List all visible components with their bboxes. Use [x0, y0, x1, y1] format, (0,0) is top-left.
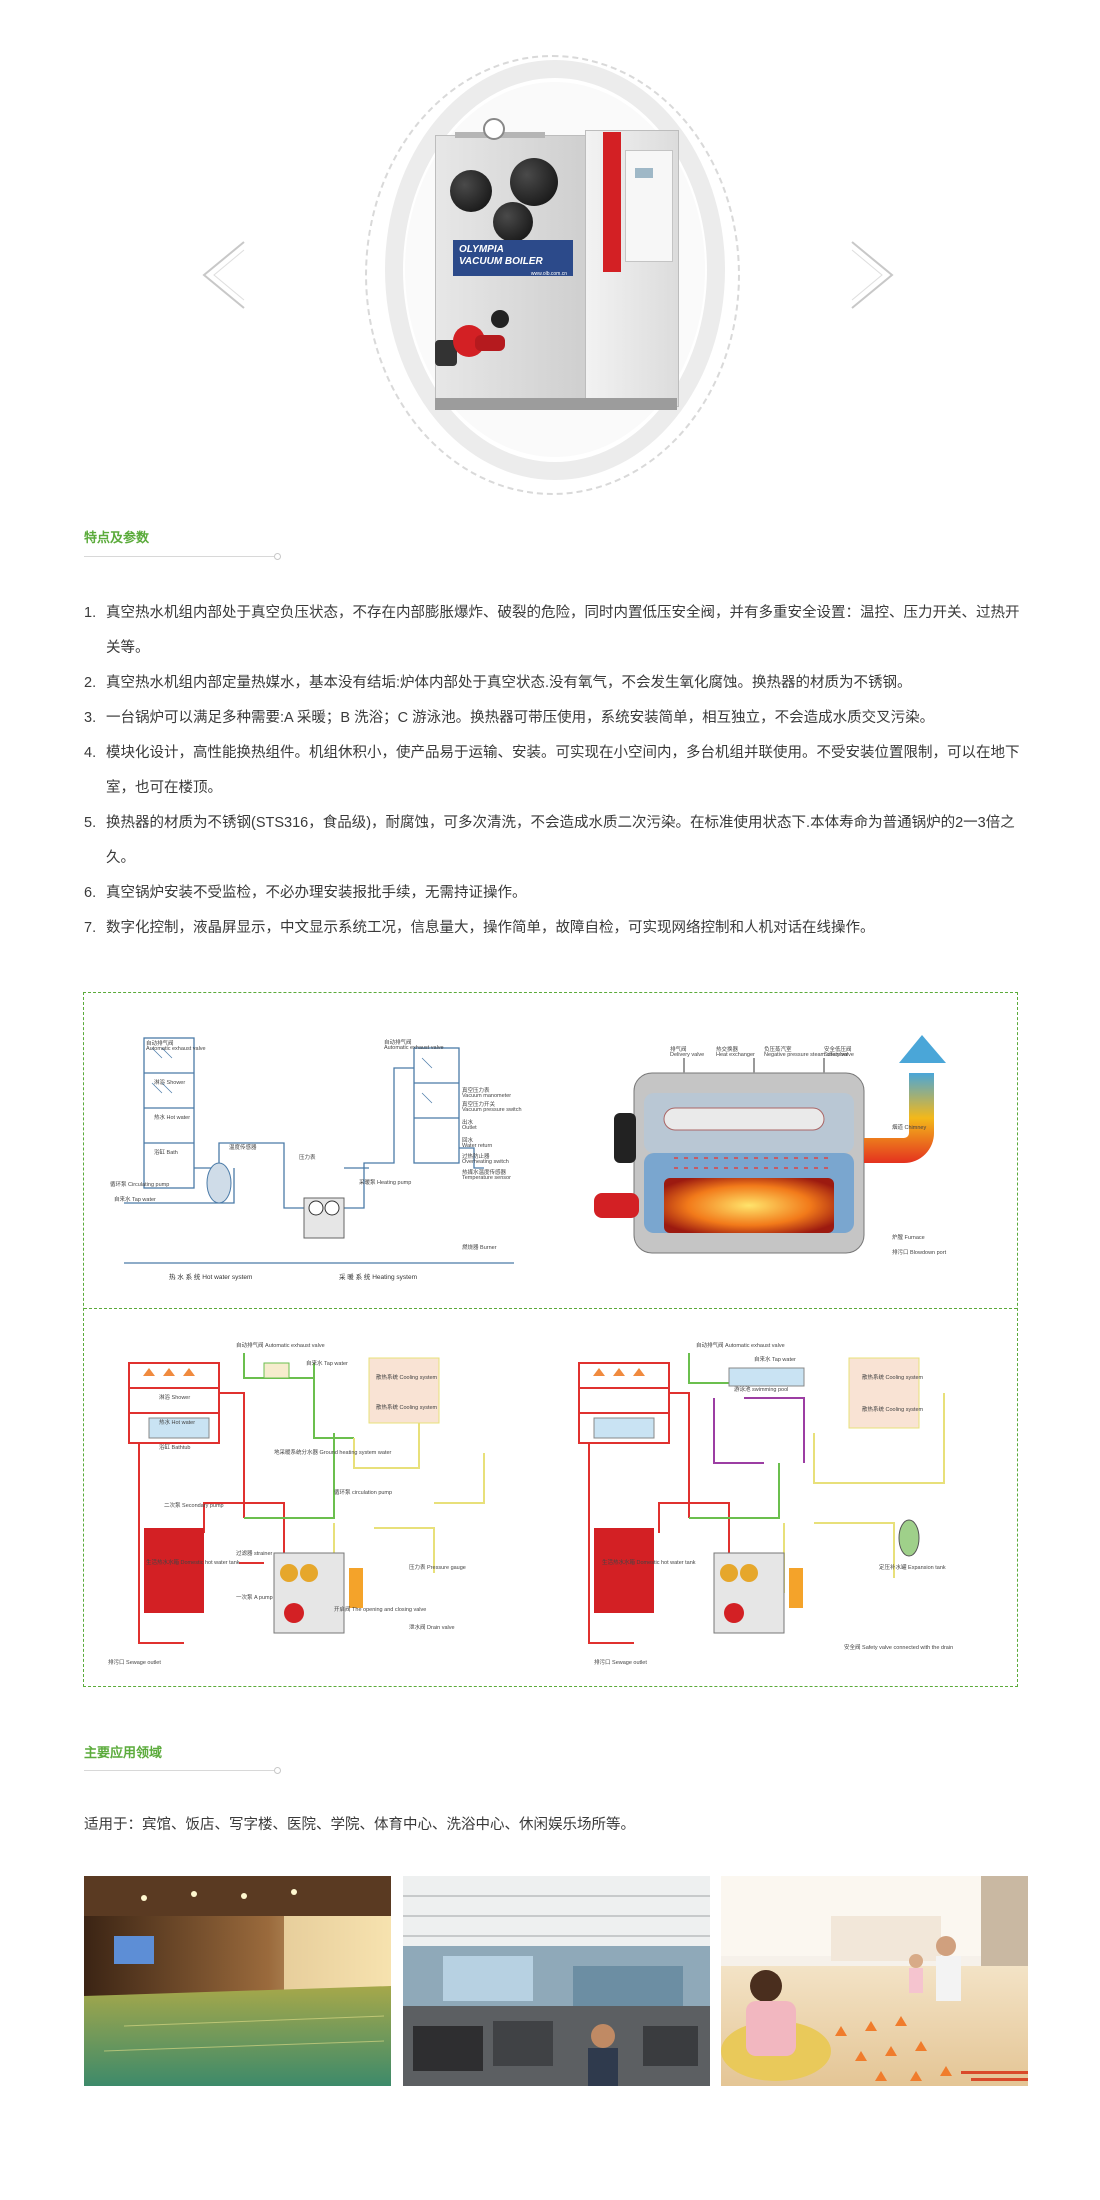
label-tap-water: 自来水 Tap water: [114, 1197, 156, 1203]
list-item: 6.真空锅炉安装不受监检，不必办理安装报批手续，无需持证操作。: [84, 885, 527, 901]
label-shower: 淋浴 Shower: [154, 1080, 186, 1086]
control-panel: [625, 150, 673, 262]
label-chimney: 烟道 Chimney: [892, 1125, 927, 1131]
label-temp-sensor: 温度传感器: [229, 1145, 257, 1151]
label-cooling2-br: 散热系统 Cooling system: [862, 1407, 924, 1413]
label-strainer-bl: 过滤器 strainer: [236, 1551, 273, 1557]
list-item: 2.真空热水机组内部定量热媒水，基本没有结垢:炉体内部处于真空状态.没有氧气，不…: [84, 675, 912, 691]
label-steam-chamber-en: Negative pressure steam chamber: [764, 1052, 849, 1058]
brand-label: OLYMPIA VACUUM BOILER www.olb.com.cn: [453, 240, 573, 277]
label-second-pump-bl: 二次泵 Secondary pump: [164, 1503, 224, 1509]
chevron-right-icon[interactable]: [850, 240, 896, 310]
divider-dot: [274, 553, 281, 560]
chevron-left-icon[interactable]: [200, 240, 246, 310]
label-heat-exchanger-en: Heat exchanger: [716, 1052, 755, 1058]
label-steam-chamber: 负压蒸汽室: [764, 1047, 792, 1053]
feature-list: 1.真空热水机组内部处于真空负压状态，不存在内部膨胀爆炸、破裂的危险，同时内置低…: [84, 596, 1024, 946]
label-opening-bl: 开启阀 The opening and closing valve: [334, 1607, 427, 1613]
label-furnace: 炉膛 Furnace: [892, 1235, 925, 1241]
label-heating2-bl: 散热系统 Cooling system: [376, 1405, 438, 1411]
label-hot-water-system: 热 水 系 统 Hot water system: [169, 1274, 253, 1281]
floor-heating-schematic: [128, 1353, 485, 1644]
label-circ-pump: 循环泵 Circulating pump: [110, 1182, 170, 1188]
features-title: 特点及参数: [84, 530, 150, 545]
label-drain-br: 排污口 Sewage outlet: [594, 1660, 647, 1666]
label-heat-exchanger: 热交换器: [716, 1047, 739, 1053]
panel-divider: [84, 1308, 1017, 1309]
label-pressure-bl: 压力表 Pressure gauge: [409, 1565, 466, 1571]
section-divider: [84, 1770, 274, 1771]
label-safety-br: 安全阀 Safety valve connected with the drai…: [844, 1645, 954, 1651]
label-blowdown: 排污口 Blowdown port: [892, 1250, 947, 1256]
applications-text: 适用于：宾馆、饭店、写字楼、医院、学院、体育中心、洗浴中心、休闲娱乐场所等。: [84, 1817, 635, 1833]
label-bathtub-bl: 浴缸 Bathtub: [159, 1445, 191, 1451]
label-a-pump-bl: 一次泵 A pump: [236, 1595, 273, 1601]
label-heating1-bl: 散热系统 Cooling system: [376, 1375, 438, 1381]
label-tap-water-br: 自来水 Tap water: [754, 1357, 796, 1363]
label-hot-tank-bl: 生活热水水箱 Domestic hot water tank: [146, 1560, 240, 1566]
label-pool-br: 游泳池 swimming pool: [734, 1387, 789, 1393]
list-item: 3.一台锅炉可以满足多种需要:A 采暖；B 洗浴；C 游泳池。换热器可带压使用，…: [84, 710, 935, 726]
label-heating-pump: 采暖泵 Heating pump: [359, 1180, 412, 1186]
label-hot-water-bl: 热水 Hot water: [159, 1420, 196, 1426]
list-item: 5.换热器的材质为不锈钢(STS316，食品级)，耐腐蚀，可多次清洗，不会造成水…: [84, 815, 1015, 866]
label-drain-bl: 排污口 Sewage outlet: [108, 1660, 161, 1666]
pool-heating-schematic: [578, 1353, 945, 1644]
decorative-ring: [365, 55, 740, 495]
label-auto-vent-bl: 自动排气阀 Automatic exhaust valve: [236, 1343, 325, 1349]
list-item: 1.真空热水机组内部处于真空负压状态，不存在内部膨胀爆炸、破裂的危险，同时内置低…: [84, 605, 1020, 656]
label-safety-valve: 安全低压阀: [824, 1047, 852, 1053]
label-auto-vent2: 自动排气阀: [384, 1040, 412, 1046]
label-auto-vent2-en: Automatic exhaust valve: [384, 1045, 444, 1051]
floor-heating-photo: [721, 1876, 1028, 2086]
label-tap-water-bl: 自来水 Tap water: [306, 1361, 348, 1367]
list-item: 4.模块化设计，高性能换热组件。机组休积小，使产品易于运输、安装。可实现在小空间…: [84, 745, 1020, 796]
system-diagram-panel: 自动排气阀 Automatic exhaust valve 自动排气阀 Auto…: [83, 992, 1018, 1687]
hot-water-heating-schematic: [124, 1037, 514, 1264]
label-hotwater: 热水 Hot water: [154, 1115, 191, 1121]
pressure-gauge-icon: [483, 118, 505, 140]
label-safety-valve-en: Safety valve: [824, 1052, 854, 1058]
label-circ-pump-bl: 循环泵 circulation pump: [334, 1490, 393, 1496]
lcd-screen: [635, 168, 653, 178]
indoor-pool-photo: [84, 1876, 391, 2086]
label-auto-vent-en: Automatic exhaust valve: [146, 1046, 206, 1052]
label-hot-tank-br: 生活热水水箱 Domestic hot water tank: [602, 1560, 696, 1566]
label-delivery-valve: 排气阀: [670, 1047, 687, 1053]
label-delivery-valve-en: Delivery valve: [670, 1052, 705, 1058]
divider-dot: [274, 1767, 281, 1774]
label-drain-valve-bl: 泄水阀 Drain valve: [409, 1625, 455, 1631]
label-bath: 浴缸 Bath: [154, 1150, 178, 1156]
brand-line2: VACUUM BOILER: [459, 256, 543, 267]
label-heating-system: 采 暖 系 统 Heating system: [339, 1274, 418, 1281]
product-hero: OLYMPIA VACUUM BOILER www.olb.com.cn: [0, 0, 1100, 510]
list-item: 7.数字化控制，液晶屏显示，中文显示系统工况，信息量大，操作简单，故障自检，可实…: [84, 920, 875, 936]
boiler-cross-section: [594, 1035, 946, 1254]
label-shower-bl: 淋浴 Shower: [159, 1395, 191, 1401]
brand-site: www.olb.com.cn: [530, 271, 567, 277]
label-cooling1-br: 散热系统 Cooling system: [862, 1375, 924, 1381]
label-burner: 燃烧器 Burner: [462, 1245, 497, 1251]
section-divider: [84, 556, 274, 557]
label-floor-bl: 地采暖系统分水器 Ground heating system water: [274, 1450, 392, 1456]
label-auto-vent-br: 自动排气阀 Automatic exhaust valve: [696, 1343, 785, 1349]
brand-line1: OLYMPIA: [459, 244, 504, 255]
label-pressure-gauge: 压力表: [299, 1155, 316, 1161]
applications-title: 主要应用领域: [84, 1745, 163, 1760]
label-expansion-br: 定压补水罐 Expansion tank: [879, 1565, 946, 1571]
vacuum-boiler-image: OLYMPIA VACUUM BOILER www.olb.com.cn: [435, 110, 680, 410]
office-photo: [403, 1876, 710, 2086]
label-auto-vent: 自动排气阀: [146, 1041, 174, 1047]
